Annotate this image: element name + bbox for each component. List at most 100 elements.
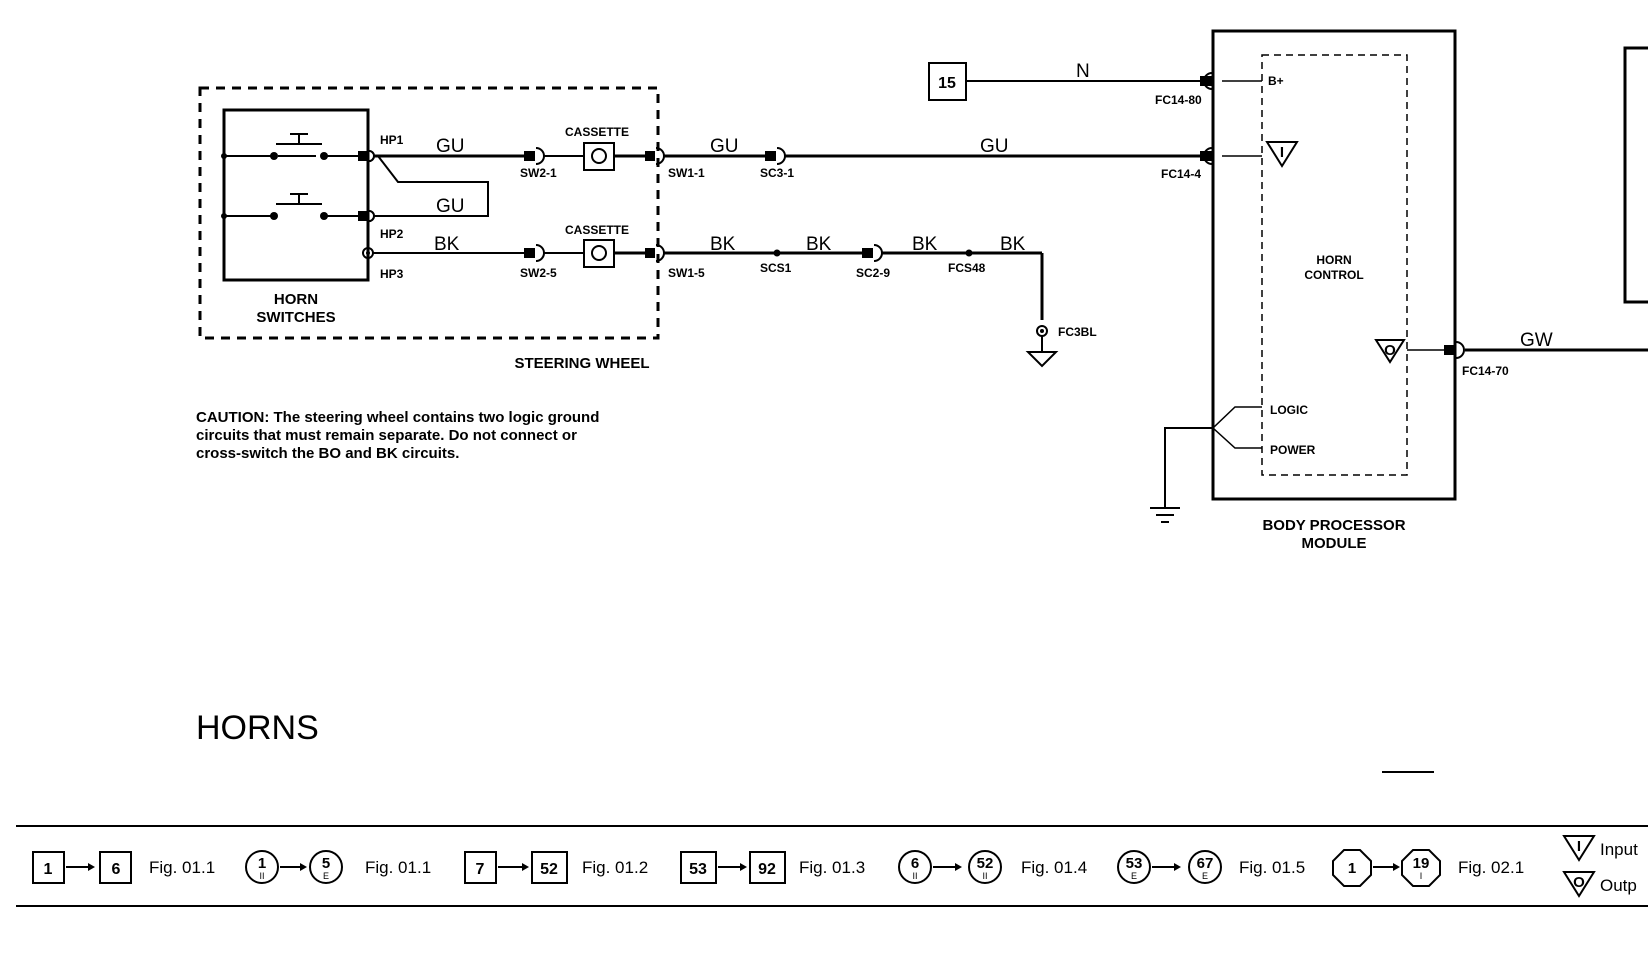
cassette-1 [583, 142, 615, 171]
svg-text:Fig. 01.4: Fig. 01.4 [1021, 858, 1087, 877]
pin-hp2: HP2 [380, 227, 404, 241]
bpm-label-1: BODY PROCESSOR [1262, 517, 1405, 534]
svg-text:I: I [1420, 871, 1423, 881]
svg-text:52: 52 [977, 855, 994, 872]
svg-text:19: 19 [1413, 855, 1430, 872]
svg-text:6: 6 [911, 855, 919, 872]
svg-text:53: 53 [689, 861, 707, 878]
input-symbol-icon: I [1265, 141, 1299, 168]
connector-fc3bl: FC3BL [1058, 325, 1097, 339]
svg-text:O: O [1384, 342, 1396, 359]
legend-item-3: 7 52 Fig. 01.2 [464, 851, 648, 884]
horn-switches-label-1: HORN [274, 291, 318, 308]
caution-line-1: CAUTION: The steering wheel contains two… [196, 409, 599, 426]
connector-sw2-1: SW2-1 [520, 166, 557, 180]
adjacent-component-box [1623, 46, 1648, 304]
wire-label-gu-3: GU [710, 136, 739, 157]
svg-text:Fig. 01.5: Fig. 01.5 [1239, 858, 1305, 877]
cassette-1-label: CASSETTE [565, 125, 629, 139]
pin-hp3: HP3 [380, 267, 404, 281]
wire-gu-jumper [374, 155, 489, 217]
svg-text:6: 6 [112, 861, 121, 878]
connector-fc14-80: FC14-80 [1155, 93, 1202, 107]
horn-switch-2 [224, 193, 368, 220]
bpm-power: POWER [1270, 443, 1316, 457]
wire-label-bk-5: BK [1000, 234, 1026, 255]
svg-text:Outp: Outp [1600, 876, 1637, 895]
steering-wheel-boundary [198, 86, 660, 340]
connector-sw2-5: SW2-5 [520, 266, 557, 280]
legend-item-1: 1 6 Fig. 01.1 [32, 851, 215, 884]
svg-text:Input: Input [1600, 840, 1638, 859]
steering-wheel-label: STEERING WHEEL [514, 355, 649, 372]
legend-output-key: O Outp [1562, 871, 1637, 898]
svg-text:Fig. 01.1: Fig. 01.1 [149, 858, 215, 877]
svg-text:Fig. 01.1: Fig. 01.1 [365, 858, 431, 877]
horn-switches-box [222, 108, 370, 282]
svg-text:II: II [982, 871, 987, 881]
wire-label-gu-4: GU [980, 136, 1009, 157]
svg-text:I: I [1577, 838, 1581, 855]
svg-text:67: 67 [1197, 855, 1214, 872]
legend-item-6: 53 E 67 E Fig. 01.5 [1117, 850, 1305, 884]
caution-line-3: cross-switch the BO and BK circuits. [196, 445, 459, 462]
connector-fc14-70: FC14-70 [1462, 364, 1509, 378]
horn-switch-1 [224, 133, 368, 160]
legend-item-2: 1 II 5 E Fig. 01.1 [245, 850, 431, 884]
caution-line-2: circuits that must remain separate. Do n… [196, 427, 577, 444]
connector-fcs48: FCS48 [948, 261, 986, 275]
connector-sc3-1: SC3-1 [760, 166, 794, 180]
connector-scs1: SCS1 [760, 261, 792, 275]
svg-text:II: II [259, 871, 264, 881]
ground-symbol-1 [1025, 351, 1059, 368]
svg-text:92: 92 [758, 861, 776, 878]
wire-label-gw: GW [1520, 330, 1553, 351]
wire-label-bk-3: BK [806, 234, 832, 255]
legend-item-7: 1 19 I Fig. 02.1 [1332, 849, 1524, 887]
svg-text:Fig. 01.3: Fig. 01.3 [799, 858, 865, 877]
fuse-ref-number: 15 [938, 75, 956, 92]
cassette-2-label: CASSETTE [565, 223, 629, 237]
bpm-logic: LOGIC [1270, 403, 1308, 417]
connector-fc14-4: FC14-4 [1161, 167, 1201, 181]
svg-text:E: E [1202, 871, 1208, 881]
pin-hp1: HP1 [380, 133, 404, 147]
page-title: HORNS [196, 709, 319, 747]
connector-sw1-5: SW1-5 [668, 266, 705, 280]
svg-text:II: II [912, 871, 917, 881]
connector-sc2-9: SC2-9 [856, 266, 890, 280]
bpm-label-2: MODULE [1302, 535, 1367, 552]
body-processor-module [1211, 29, 1457, 501]
legend-item-5: 6 II 52 II Fig. 01.4 [898, 850, 1087, 884]
legend-item-4: 53 92 Fig. 01.3 [680, 851, 865, 884]
connector-sw1-1: SW1-1 [668, 166, 705, 180]
wire-label-gu-2: GU [436, 196, 465, 217]
horn-control-boundary [1261, 54, 1408, 476]
svg-text:Fig. 01.2: Fig. 01.2 [582, 858, 648, 877]
svg-text:E: E [323, 871, 329, 881]
svg-text:1: 1 [1348, 860, 1356, 877]
splice-scs1 [773, 249, 781, 257]
svg-text:E: E [1131, 871, 1137, 881]
svg-text:1: 1 [258, 855, 266, 872]
splice-fcs48 [965, 249, 973, 257]
horn-switches-label-2: SWITCHES [256, 309, 335, 326]
bpm-b-plus: B+ [1268, 74, 1284, 88]
legend-input-key: I Input [1562, 835, 1638, 862]
svg-text:Fig. 02.1: Fig. 02.1 [1458, 858, 1524, 877]
wire-label-gu-1: GU [436, 136, 465, 157]
ground-symbol-2 [1150, 507, 1180, 523]
svg-text:1: 1 [44, 861, 53, 878]
svg-text:O: O [1573, 874, 1585, 891]
horn-control-label-1: HORN [1316, 253, 1351, 267]
output-symbol-icon: O [1374, 339, 1406, 364]
svg-text:7: 7 [476, 861, 485, 878]
wire-label-bk-2: BK [710, 234, 736, 255]
wire-label-bk-4: BK [912, 234, 938, 255]
wire-label-n: N [1076, 61, 1090, 82]
svg-text:5: 5 [322, 855, 330, 872]
svg-text:52: 52 [540, 861, 558, 878]
svg-text:I: I [1280, 144, 1284, 161]
horn-control-label-2: CONTROL [1304, 268, 1363, 282]
